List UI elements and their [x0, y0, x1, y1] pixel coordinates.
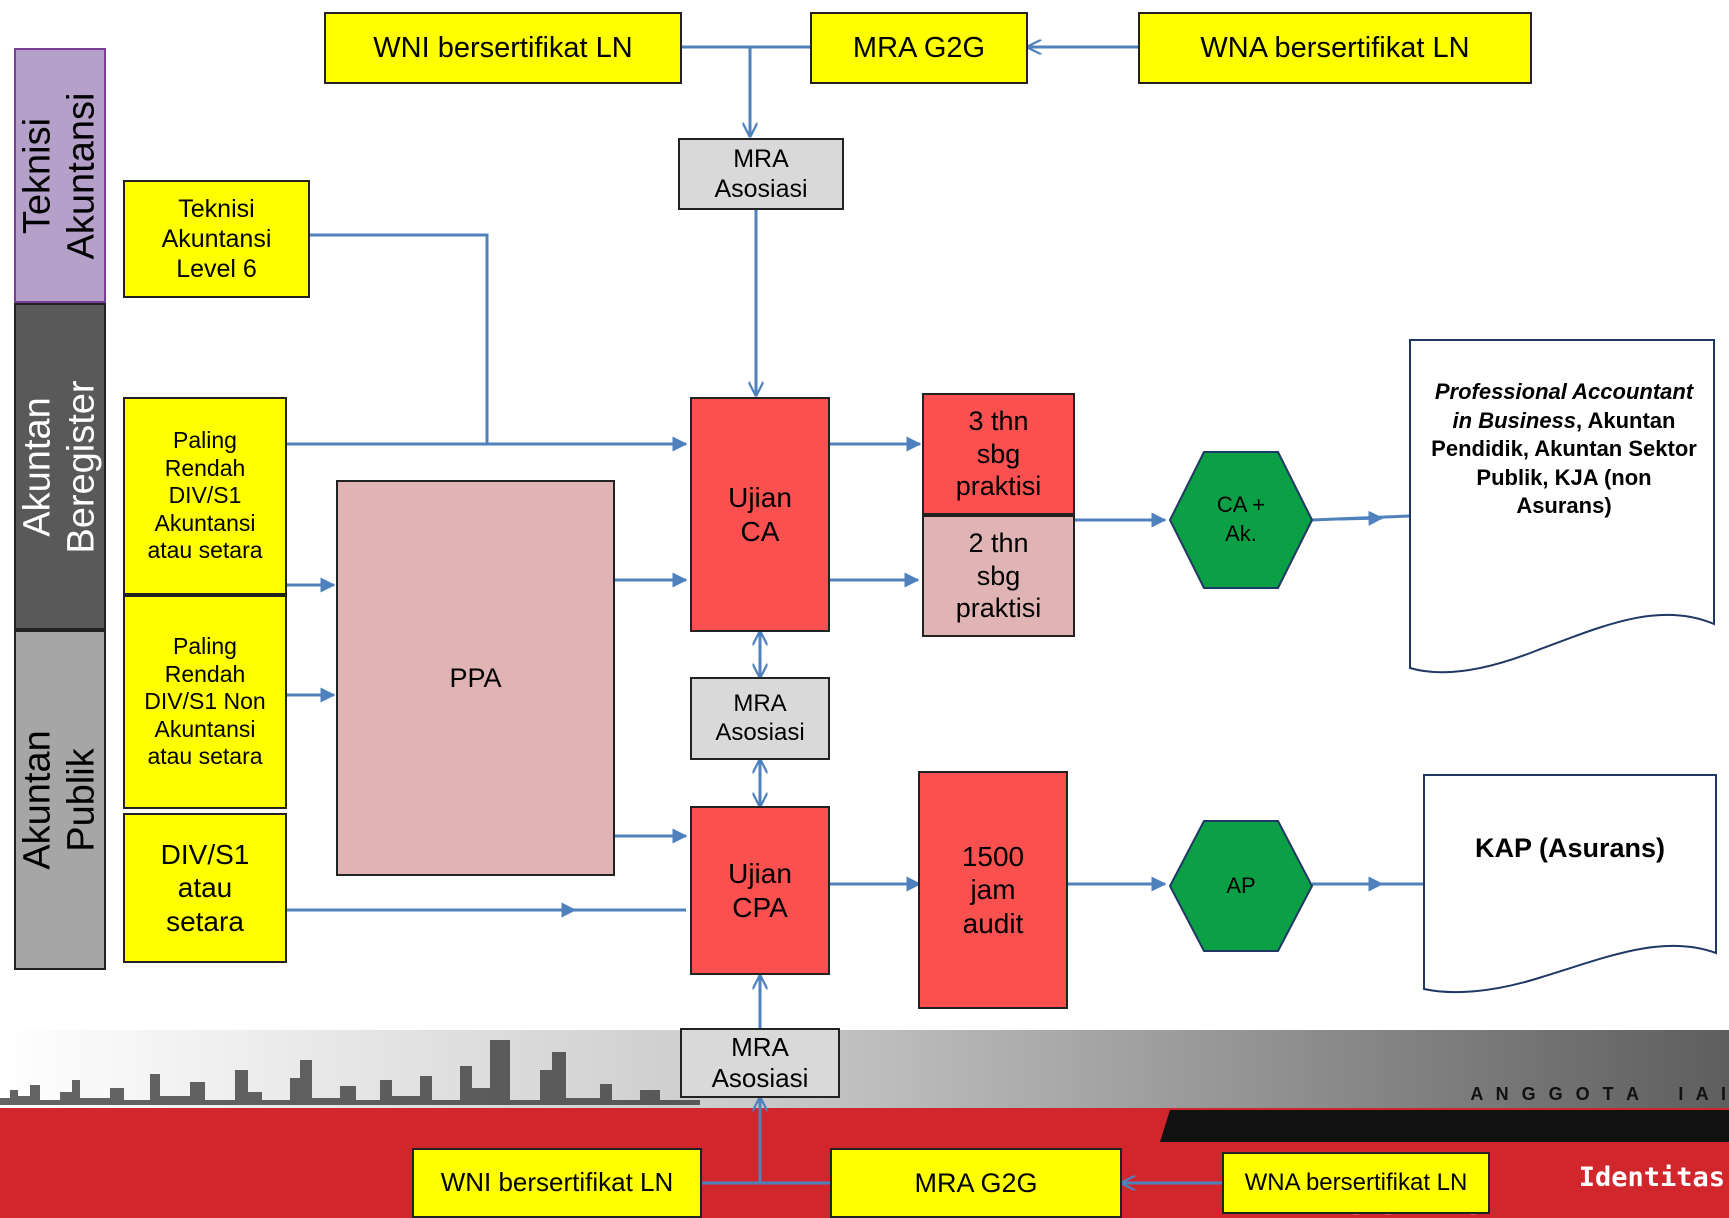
identitas-label: Identitas	[1578, 1162, 1725, 1193]
top-mra-g2g-box: MRA G2G	[810, 12, 1028, 84]
mra-asosiasi-middle: MRA Asosiasi	[690, 677, 830, 760]
side-label-teknisi: Teknisi Akuntansi	[14, 48, 106, 303]
side-label-beregister: Akuntan Beregister	[14, 303, 106, 630]
praktisi-2-box: 2 thn sbg praktisi	[922, 515, 1075, 637]
outcome-ap-text: KAP (Asurans)	[1474, 833, 1666, 863]
anggota-iai-label: A N G G O T A I A I	[1470, 1084, 1729, 1104]
hex-ca-ak	[1168, 451, 1314, 589]
hex-ap-label: AP	[1226, 872, 1256, 898]
mra-asosiasi-top: MRA Asosiasi	[678, 138, 844, 210]
side-label-publik: Akuntan Publik	[14, 630, 106, 970]
bottom-wna-box: WNA bersertifikat LN	[1222, 1152, 1490, 1214]
line-teknisi	[310, 233, 489, 444]
arrow-hex-ca-outcome	[1339, 510, 1384, 526]
input-non-akuntansi: Paling Rendah DIV/S1 Non Akuntansi atau …	[123, 595, 287, 809]
outcome-ca-rest: , Akuntan Pendidik, Akuntan Sektor Publi…	[1431, 407, 1697, 519]
jam-audit-box: 1500 jam audit	[918, 771, 1068, 1009]
top-wna-box: WNA bersertifikat LN	[1138, 12, 1532, 84]
mra-asosiasi-bottom: MRA Asosiasi	[680, 1028, 840, 1098]
bottom-mra-g2g-box: MRA G2G	[830, 1148, 1122, 1218]
ppa-box: PPA	[336, 480, 615, 876]
ujian-cpa-box: Ujian CPA	[690, 806, 830, 975]
bottom-wni-box: WNI bersertifikat LN	[412, 1148, 702, 1218]
top-wni-box: WNI bersertifikat LN	[324, 12, 682, 84]
input-akuntansi: Paling Rendah DIV/S1 Akuntansi atau seta…	[123, 397, 287, 595]
outcome-ca-text: Professional Accountant in Business, Aku…	[1430, 378, 1698, 521]
outcome-ca-document	[1409, 339, 1715, 674]
hex-ca-ak-label: CA + Ak.	[1216, 492, 1266, 546]
praktisi-3-box: 3 thn sbg praktisi	[922, 393, 1075, 515]
input-teknisi-level6: Teknisi Akuntansi Level 6	[123, 180, 310, 298]
outcome-ca-italic: Professional Accountant in Business	[1434, 379, 1694, 433]
outcome-ap-document	[1423, 774, 1717, 994]
input-div-s1: DIV/S1 atau setara	[123, 813, 287, 963]
ujian-ca-box: Ujian CA	[690, 397, 830, 632]
hex-ap	[1168, 820, 1314, 952]
